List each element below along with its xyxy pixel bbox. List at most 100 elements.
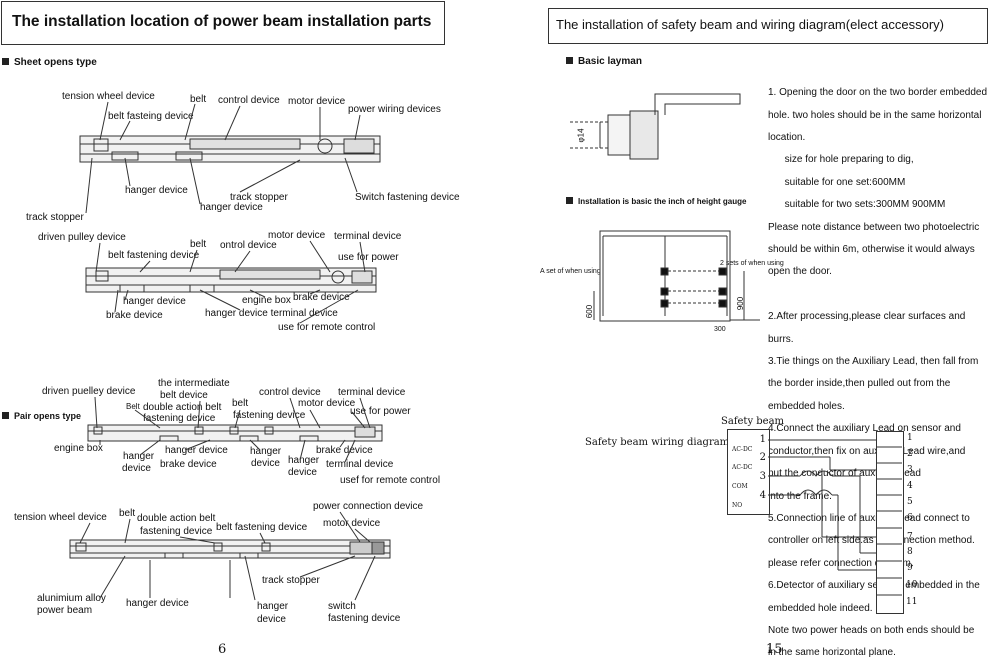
label: hanger device xyxy=(200,202,263,213)
pair-opens-heading: Pair opens type xyxy=(2,411,81,421)
instruction-line: burrs. xyxy=(768,333,794,345)
instruction-line: Please note distance between two photoel… xyxy=(768,221,980,233)
instruction-line: embedded holes. xyxy=(768,400,845,412)
label: Switch fastening device xyxy=(355,192,460,203)
label: fastening device xyxy=(140,526,213,537)
bullet-square-icon xyxy=(566,57,573,64)
label: belt xyxy=(232,398,249,409)
safety-beam-label: Safety beam xyxy=(721,416,785,427)
terminal-number: 4 xyxy=(907,481,913,491)
label: belt fastening device xyxy=(108,250,200,261)
right-page-art xyxy=(568,93,902,596)
label: brake device xyxy=(293,292,350,303)
sheet-opens-heading: Sheet opens type xyxy=(2,57,97,68)
label: ontrol device xyxy=(220,240,277,251)
label: belt device xyxy=(160,390,208,401)
instruction-line: 2.After processing,please clear surfaces… xyxy=(768,311,966,323)
left-page-number: 6 xyxy=(218,642,227,657)
terminal-number: 3 xyxy=(907,465,913,475)
controller-terminal-strip xyxy=(876,431,904,614)
label: belt xyxy=(190,94,207,105)
instruction-line: suitable for two sets:300MM 900MM xyxy=(768,199,946,211)
terminal-number: 8 xyxy=(907,547,913,557)
gauge-left-label: A set of when using xyxy=(540,268,601,275)
label: hanger device xyxy=(123,296,186,307)
gauge-right-label: 2 sets of when using xyxy=(720,260,784,267)
right-title-box: The installation of safety beam and wiri… xyxy=(548,8,988,44)
label: device xyxy=(257,614,286,625)
instruction-line: in the same horizontal plane. xyxy=(768,647,896,659)
label: terminal device xyxy=(334,231,402,242)
label: fastening device xyxy=(328,613,401,624)
bullet-square-icon xyxy=(2,58,9,65)
instruction-line: size for hole preparing to dig, xyxy=(768,154,914,166)
instruction-line: suitable for one set:600MM xyxy=(768,176,906,188)
basic-layman-heading: Basic layman xyxy=(566,56,642,67)
instruction-line: 1. Opening the door on the two border em… xyxy=(768,87,988,99)
label: tension wheel device xyxy=(62,91,155,102)
label: terminal device xyxy=(326,459,394,470)
dim-300-label: 300 xyxy=(714,326,726,333)
label: hanger xyxy=(257,601,289,612)
instruction-line: the border inside,then pulled out from t… xyxy=(768,378,951,390)
label: Belt xyxy=(126,402,140,411)
sensor-terminal-row: AC-DC 1 xyxy=(732,434,766,453)
label: hanger device xyxy=(125,185,188,196)
label: hanger xyxy=(250,446,282,457)
label: device xyxy=(288,467,317,478)
label: control device xyxy=(259,387,321,398)
terminal-number: 5 xyxy=(907,497,913,507)
terminal-number: 7 xyxy=(907,532,913,542)
label: belt xyxy=(119,508,136,519)
sensor-terminal-block: AC-DC 1 AC-DC 2 COM 3 NO 4 xyxy=(727,429,770,515)
label: engine box xyxy=(54,443,103,454)
label: engine box xyxy=(242,295,291,306)
label: driven pulley device xyxy=(38,232,126,243)
left-page-title: The installation location of power beam … xyxy=(12,13,432,30)
label: double action belt xyxy=(137,513,216,524)
label: double action belt xyxy=(143,402,222,413)
sensor-terminal-row: COM 3 xyxy=(732,471,766,490)
label: the intermediate xyxy=(158,378,230,389)
label: driven puelley device xyxy=(42,386,136,397)
label: hanger device xyxy=(165,445,228,456)
label: track stopper xyxy=(262,575,320,586)
label: device xyxy=(251,458,280,469)
wiring-diagram-label: Safety beam wiring diagram xyxy=(585,437,730,448)
label: motor device xyxy=(268,230,326,241)
gauge-heading: Installation is basic the inch of height… xyxy=(566,197,746,206)
label: device xyxy=(122,463,151,474)
label: track stopper xyxy=(230,192,288,203)
label: alunimium alloy xyxy=(37,593,106,604)
label: brake device xyxy=(316,445,373,456)
label: belt fastening device xyxy=(216,522,308,533)
right-page-number: 15 xyxy=(766,642,783,657)
label: use for remote control xyxy=(278,322,376,333)
instruction-line: Note two power heads on both ends should… xyxy=(768,624,975,636)
label: fastening device xyxy=(233,410,306,421)
label: tension wheel device xyxy=(14,512,107,523)
label: use for power xyxy=(350,406,411,417)
left-title-box: The installation location of power beam … xyxy=(1,1,445,45)
label: power beam xyxy=(37,605,93,616)
bullet-square-icon xyxy=(566,197,573,204)
installation-instructions: 1. Opening the door on the two border em… xyxy=(768,76,1000,670)
label: brake device xyxy=(106,310,163,321)
label: control device xyxy=(218,95,280,106)
label: usef for remote control xyxy=(340,475,441,486)
label: power connection device xyxy=(313,501,424,512)
terminal-number: 10 xyxy=(906,580,918,590)
instruction-line: open the door. xyxy=(768,266,832,278)
terminal-number: 9 xyxy=(907,563,913,573)
label: terminal device xyxy=(338,387,406,398)
label: hanger device xyxy=(126,598,189,609)
label: motor device xyxy=(298,398,356,409)
instruction-line: into the frame. xyxy=(768,490,832,502)
instruction-line: should be within 6m, otherwise it would … xyxy=(768,244,975,256)
label: brake device xyxy=(160,459,217,470)
terminal-number: 6 xyxy=(907,513,913,523)
instruction-line: 3.Tie things on the Auxiliary Lead, then… xyxy=(768,356,979,368)
label: motor device xyxy=(288,96,346,107)
label: belt xyxy=(190,239,207,250)
instruction-line: 4.Connect the auxiliary Lead on sensor a… xyxy=(768,423,961,435)
